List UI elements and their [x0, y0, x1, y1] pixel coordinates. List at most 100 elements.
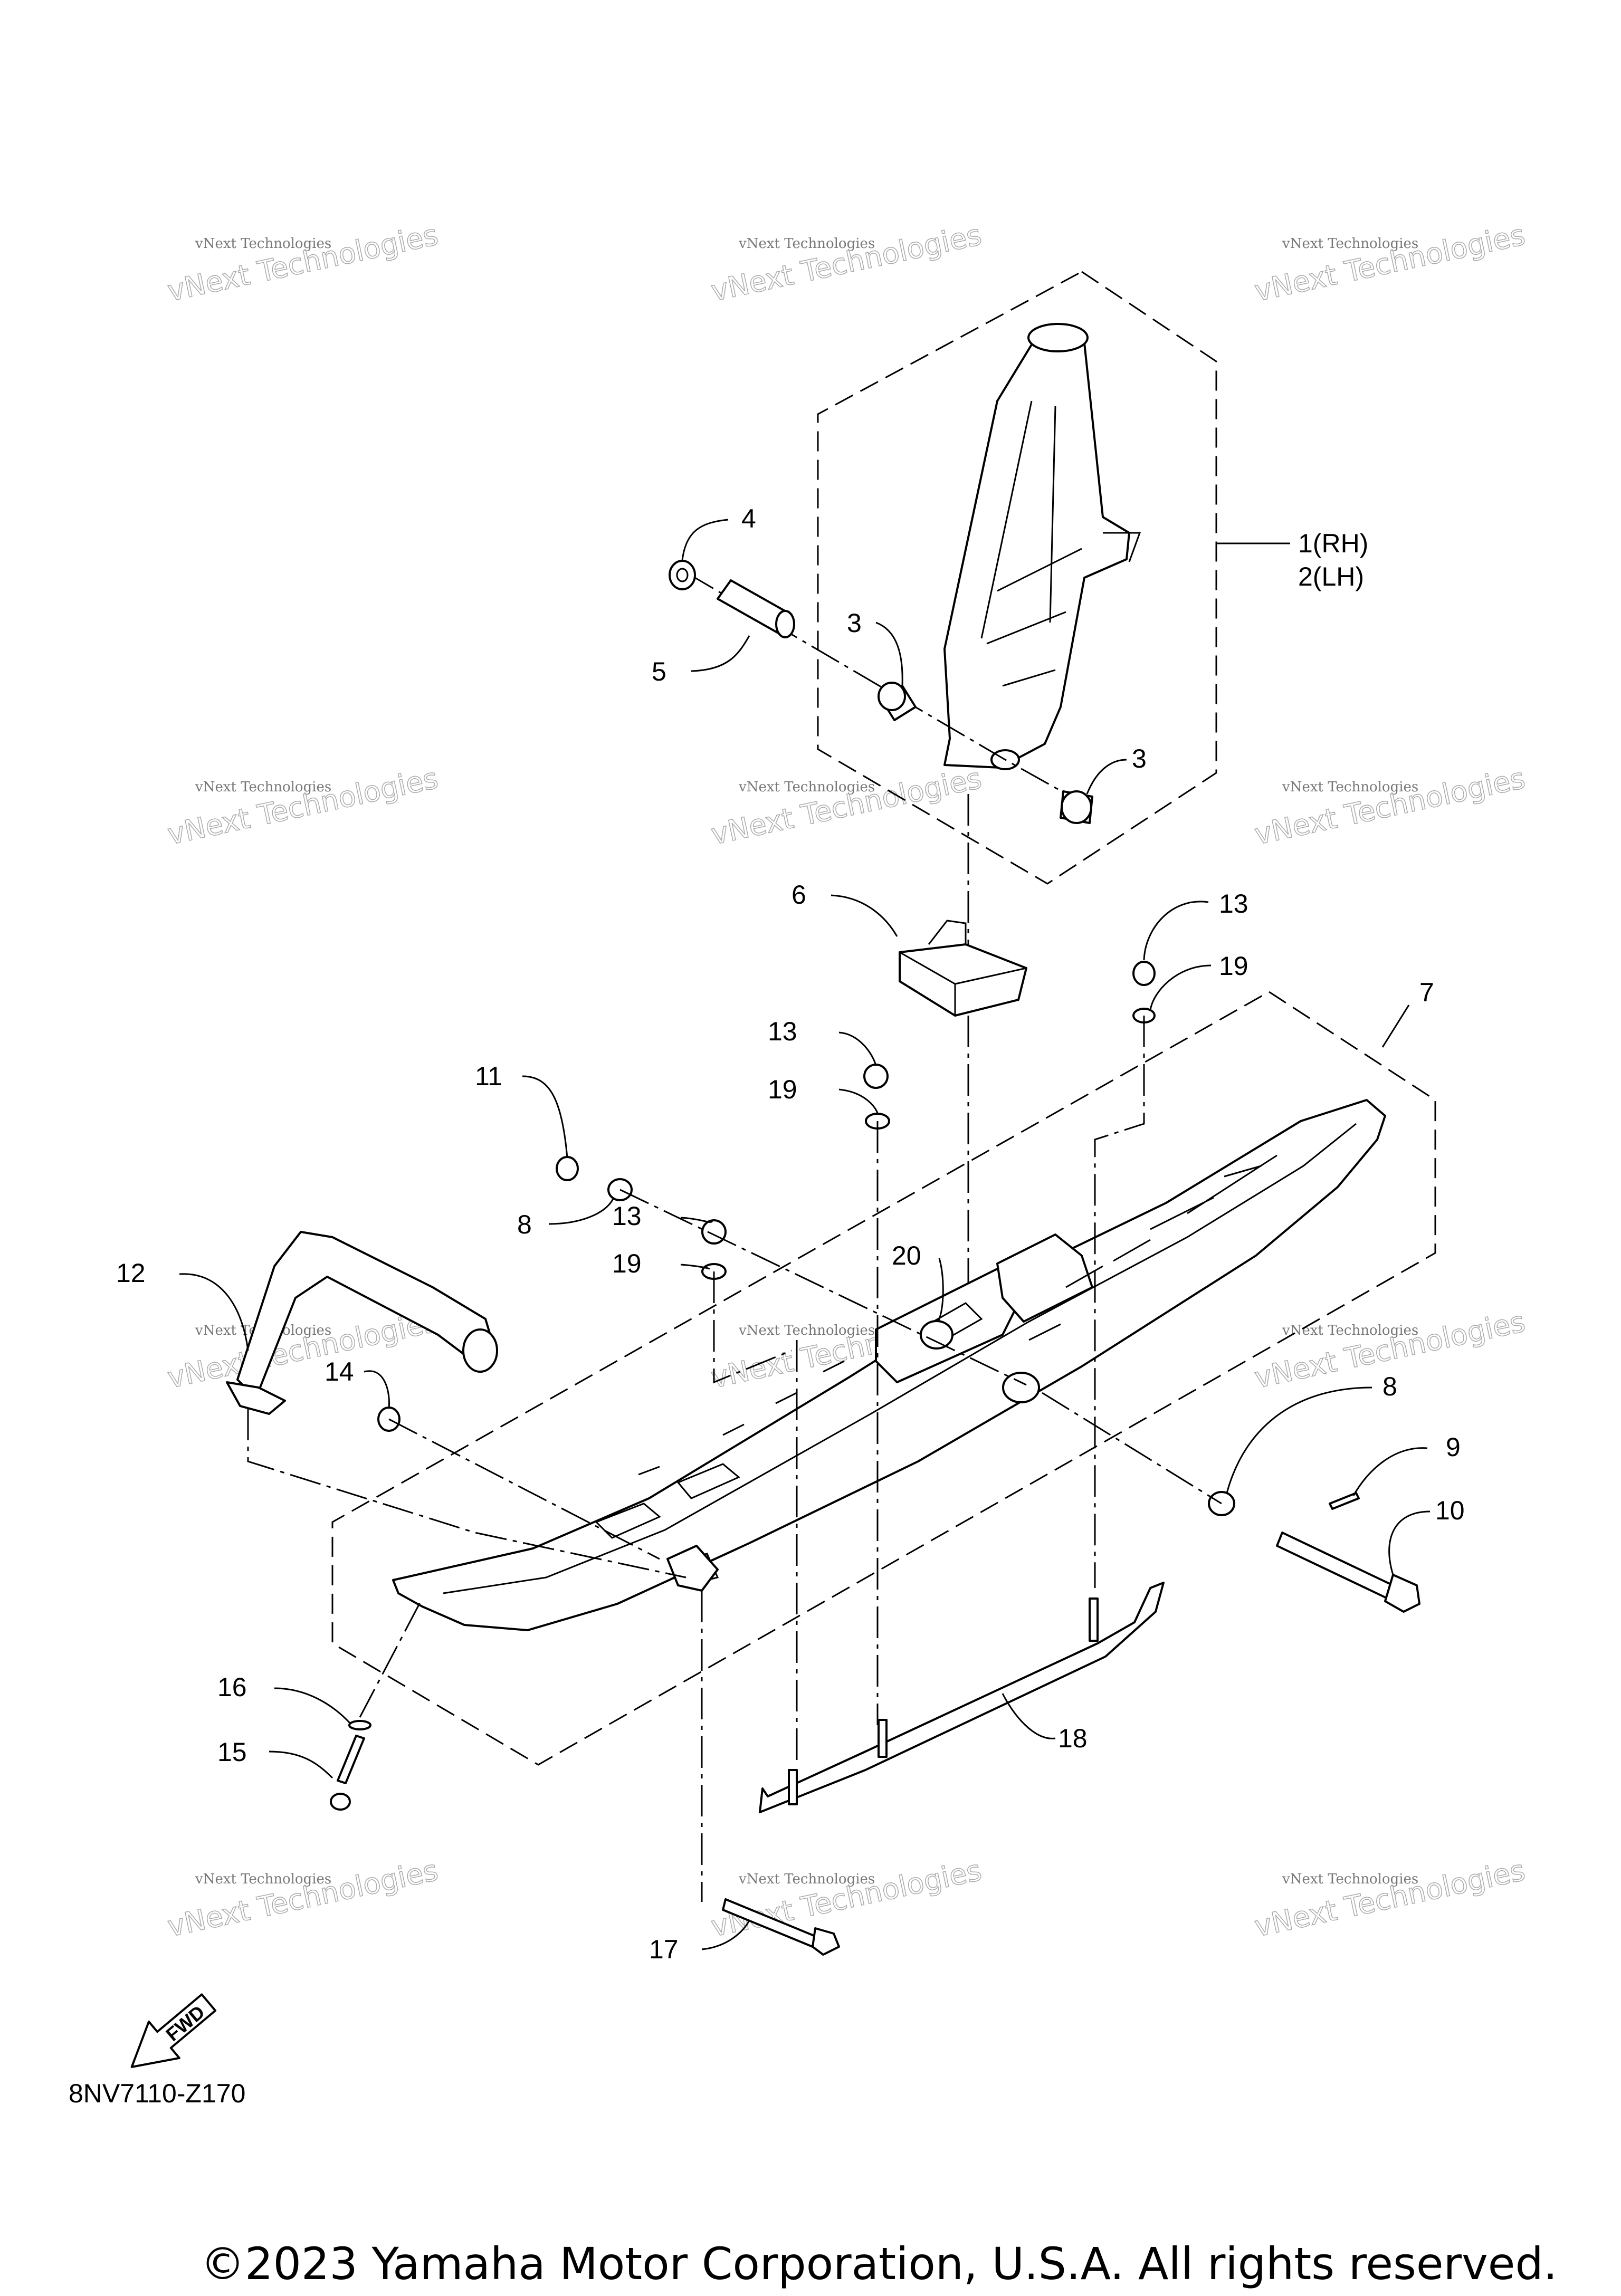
svg-text:vNext Technologies: vNext Technologies: [738, 779, 875, 795]
nut-13-a: [863, 1064, 889, 1089]
leader-line: [838, 1088, 879, 1114]
axis-line: [619, 1189, 1222, 1505]
axis-line: [685, 571, 1072, 798]
axis-line: [247, 1409, 686, 1578]
spindle-part: [943, 323, 1141, 770]
bolt-17: [722, 1898, 840, 1956]
svg-text:vNext Technologies: vNext Technologies: [738, 1871, 875, 1887]
watermarks: vNext Technologies vNext Technologies vN…: [164, 218, 1528, 1944]
axis-line: [359, 1598, 423, 1718]
svg-text:vNext Technologies: vNext Technologies: [165, 1305, 441, 1394]
leader-line: [1143, 901, 1209, 961]
watermark: vNext Technologies vNext Technologies: [1251, 1853, 1528, 1944]
callout-11: 11: [475, 1061, 502, 1091]
watermark: vNext Technologies vNext Technologies: [1251, 218, 1528, 309]
leader-line: [548, 1197, 615, 1225]
callout-5: 5: [652, 657, 666, 686]
leader-line: [831, 894, 898, 937]
callout-14: 14: [325, 1357, 354, 1386]
svg-text:vNext Technologies: vNext Technologies: [708, 1853, 985, 1943]
nut-11: [556, 1156, 579, 1181]
svg-text:vNext Technologies: vNext Technologies: [1252, 761, 1528, 851]
svg-text:vNext Technologies: vNext Technologies: [165, 761, 441, 851]
damper-6: [899, 920, 1027, 1017]
axis-line: [1094, 1016, 1145, 1588]
screw-15: [337, 1735, 365, 1784]
callout-15: 15: [217, 1737, 247, 1767]
axis-line: [713, 1271, 792, 1384]
leader-line: [179, 1273, 249, 1351]
handle-12: [226, 1231, 498, 1415]
callout-6: 6: [792, 880, 806, 910]
svg-text:vNext Technologies: vNext Technologies: [1282, 1323, 1418, 1338]
leader-line: [681, 519, 729, 561]
callout-3: 3: [847, 608, 862, 638]
callout-4: 4: [741, 504, 756, 533]
ski-7: [392, 1099, 1386, 1631]
leader-line: [1388, 1510, 1431, 1575]
leader-line: [701, 1920, 750, 1950]
axis-line: [388, 1418, 660, 1560]
bushing-3-upper: [878, 682, 917, 721]
leader-line: [680, 1217, 713, 1223]
spindle-group-outline: [817, 271, 1217, 885]
watermark: vNext Technologies vNext Technologies: [708, 761, 985, 852]
leader-line: [1226, 1386, 1372, 1494]
leader-line: [691, 635, 750, 672]
callout-8: 8: [1382, 1372, 1397, 1401]
callout-19: 19: [768, 1075, 797, 1104]
leader-line: [364, 1370, 390, 1409]
svg-text:vNext Technologies: vNext Technologies: [1252, 1853, 1528, 1943]
leader-line: [1352, 1447, 1428, 1496]
svg-text:vNext Technologies: vNext Technologies: [195, 779, 331, 795]
leader-line: [1381, 1004, 1410, 1048]
svg-text:vNext Technologies: vNext Technologies: [738, 236, 875, 252]
callouts: 1(RH) 2(LH) 3 3 4 5 6 7 8 8 9 10 11 12 1…: [116, 504, 1465, 1964]
callout-16: 16: [217, 1672, 247, 1702]
callout-13: 13: [768, 1017, 797, 1046]
callout-17: 17: [649, 1935, 679, 1964]
callout-7: 7: [1419, 978, 1434, 1007]
callout-2: 2(LH): [1298, 562, 1364, 591]
leader-line: [269, 1750, 333, 1779]
watermark: vNext Technologies vNext Technologies: [1251, 761, 1528, 852]
nut-13-b: [701, 1219, 727, 1245]
sleeve-5: [717, 579, 795, 638]
washer-16: [348, 1720, 371, 1730]
runner-18: [759, 1582, 1165, 1813]
copyright: ©2023 Yamaha Motor Corporation, U.S.A. A…: [201, 2238, 1557, 2290]
callout-9: 9: [1446, 1432, 1461, 1462]
callout-19: 19: [612, 1249, 642, 1278]
leader-line: [274, 1687, 352, 1725]
watermark: vNext Technologies vNext Technologies: [708, 218, 985, 309]
watermark: vNext Technologies vNext Technologies: [708, 1853, 985, 1944]
watermark: vNext Technologies vNext Technologies: [164, 1853, 441, 1944]
svg-text:vNext Technologies: vNext Technologies: [195, 1871, 331, 1887]
svg-text:vNext Technologies: vNext Technologies: [1282, 779, 1418, 795]
svg-text:vNext Technologies: vNext Technologies: [708, 761, 985, 851]
callout-19: 19: [1219, 951, 1248, 981]
svg-text:vNext Technologies: vNext Technologies: [165, 218, 441, 308]
callout-3: 3: [1132, 744, 1147, 773]
leader-line: [937, 1258, 944, 1322]
nut-13-c: [1132, 961, 1156, 986]
callout-20: 20: [892, 1241, 921, 1270]
svg-text:vNext Technologies: vNext Technologies: [165, 1853, 441, 1943]
svg-text:vNext Technologies: vNext Technologies: [1252, 218, 1528, 308]
callout-8: 8: [517, 1210, 532, 1239]
watermark: vNext Technologies vNext Technologies: [164, 761, 441, 852]
svg-text:vNext Technologies: vNext Technologies: [195, 236, 331, 252]
svg-text:vNext Technologies: vNext Technologies: [1282, 236, 1418, 252]
leader-line: [1149, 964, 1212, 1011]
watermark: vNext Technologies vNext Technologies: [164, 218, 441, 309]
diagram-code: 8NV7110-Z170: [69, 2079, 245, 2108]
leader-line: [522, 1075, 568, 1159]
leader-line: [680, 1264, 710, 1270]
bolt-10: [1276, 1532, 1420, 1613]
svg-text:vNext Technologies: vNext Technologies: [1282, 1871, 1418, 1887]
callout-18: 18: [1058, 1724, 1088, 1753]
svg-text:vNext Technologies: vNext Technologies: [738, 1323, 875, 1338]
leader-line: [1002, 1693, 1056, 1739]
callout-13: 13: [612, 1201, 642, 1231]
